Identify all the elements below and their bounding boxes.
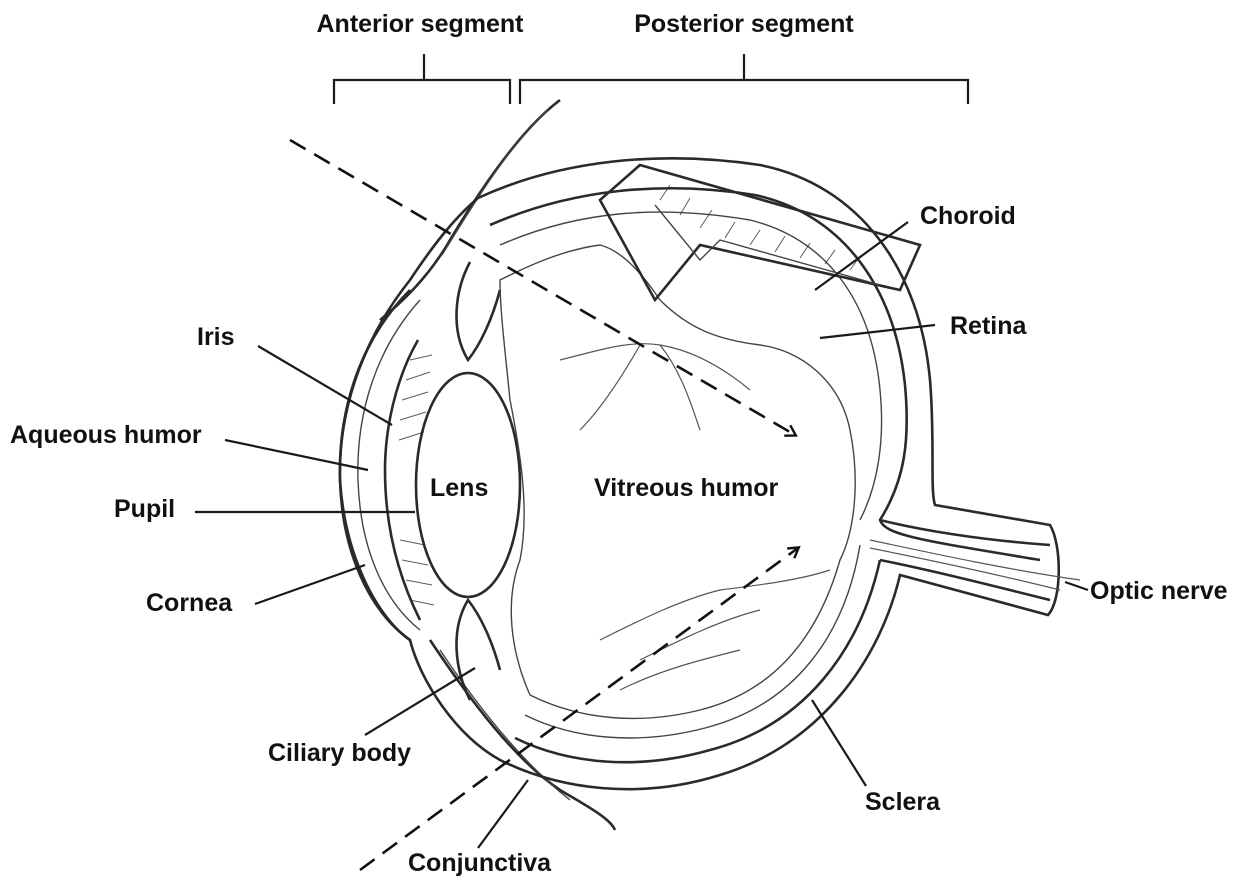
choroid-outline: [489, 186, 1041, 764]
lens-shape: [414, 371, 522, 599]
cutaway-flap: [598, 163, 922, 303]
ciliary-body-upper: [455, 261, 502, 363]
aqueous-humor-leader-line: [224, 438, 369, 472]
retina-leader-line: [819, 323, 936, 340]
choroid-leader-line: [814, 221, 909, 291]
iris-leader-line: [257, 345, 393, 426]
lens-label: Lens: [430, 474, 488, 502]
cornea-leader-line: [254, 563, 366, 606]
pupil-label: Pupil: [114, 495, 175, 523]
iris-shape: [383, 339, 422, 621]
iris-label: Iris: [197, 323, 235, 351]
dashed-arrow-lower: [359, 548, 798, 872]
ciliary-body-lower: [455, 597, 502, 701]
retinal-vessels: [559, 343, 831, 691]
conjunctiva-label: Conjunctiva: [408, 849, 552, 877]
sclera-label: Sclera: [865, 788, 941, 816]
posterior-segment-bracket: [518, 54, 970, 104]
optic-nerve-label: Optic nerve: [1090, 577, 1228, 605]
anterior-segment-bracket: [332, 54, 512, 104]
optic-nerve-leader-line: [1064, 580, 1089, 592]
anterior-segment-label: Anterior segment: [317, 10, 525, 38]
dashed-arrow-upper: [289, 138, 795, 435]
ciliary-body-label: Ciliary body: [268, 739, 411, 767]
choroid-label: Choroid: [920, 202, 1016, 230]
cornea-outline: [338, 289, 411, 642]
ciliary-body-leader-line: [364, 667, 476, 736]
conjunctiva-leader-line: [477, 779, 529, 849]
optic-nerve-shape: [879, 518, 1051, 602]
cornea-label: Cornea: [146, 589, 233, 617]
vitreous-humor-label: Vitreous humor: [594, 474, 779, 502]
posterior-segment-label: Posterior segment: [634, 10, 854, 38]
retina-label: Retina: [950, 312, 1028, 340]
sclera-leader-line: [811, 699, 867, 787]
aqueous-humor-label: Aqueous humor: [10, 421, 202, 449]
eye-illustration: [338, 98, 1081, 831]
